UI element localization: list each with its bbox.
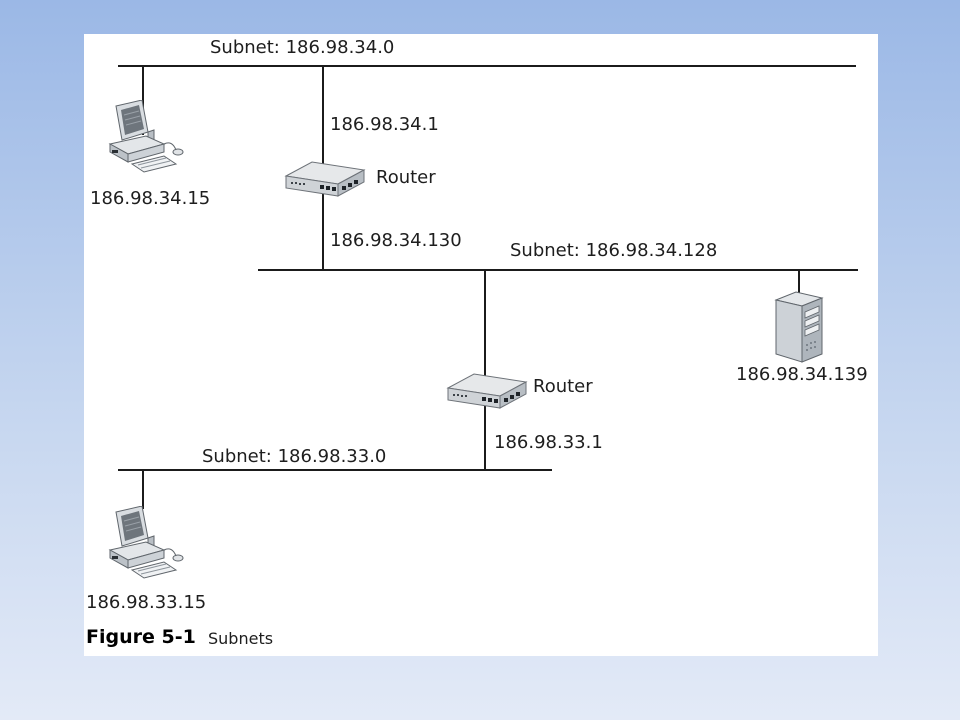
diagram-panel: Subnet: 186.98.34.0 Subnet: 186.98.34.12… (84, 34, 878, 656)
link-router-upper-top (322, 65, 324, 199)
workstation-top-ip: 186.98.34.15 (90, 188, 211, 209)
drop-workstation-top (142, 65, 144, 135)
workstation-bottom-icon (108, 506, 184, 579)
server-icon (774, 291, 824, 363)
subnet-label-top: Subnet: 186.98.34.0 (210, 37, 395, 58)
subnet-line-middle (258, 269, 858, 271)
subnet-line-top (118, 65, 856, 67)
server-ip: 186.98.34.139 (736, 364, 868, 385)
subnet-line-bottom (118, 469, 552, 471)
subnet-label-bottom: Subnet: 186.98.33.0 (202, 446, 387, 467)
router-lower-ip-bottom: 186.98.33.1 (494, 432, 603, 453)
router-upper-ip-bottom: 186.98.34.130 (330, 230, 462, 251)
workstation-top-icon (108, 100, 184, 173)
drop-server (798, 269, 800, 293)
figure-title: Subnets (208, 629, 274, 648)
workstation-bottom-ip: 186.98.33.15 (86, 592, 207, 613)
subnet-label-middle: Subnet: 186.98.34.128 (510, 240, 718, 261)
link-router-upper-bottom (322, 199, 324, 271)
link-router-lower-top (484, 269, 486, 409)
router-lower-icon (446, 373, 528, 409)
router-upper-label: Router (376, 167, 436, 188)
router-upper-ip-top: 186.98.34.1 (330, 114, 439, 135)
router-upper-icon (284, 161, 366, 197)
figure-number: Figure 5-1 (86, 626, 196, 648)
router-lower-label: Router (533, 376, 593, 397)
drop-workstation-bottom (142, 469, 144, 509)
link-router-lower-bottom (484, 406, 486, 471)
